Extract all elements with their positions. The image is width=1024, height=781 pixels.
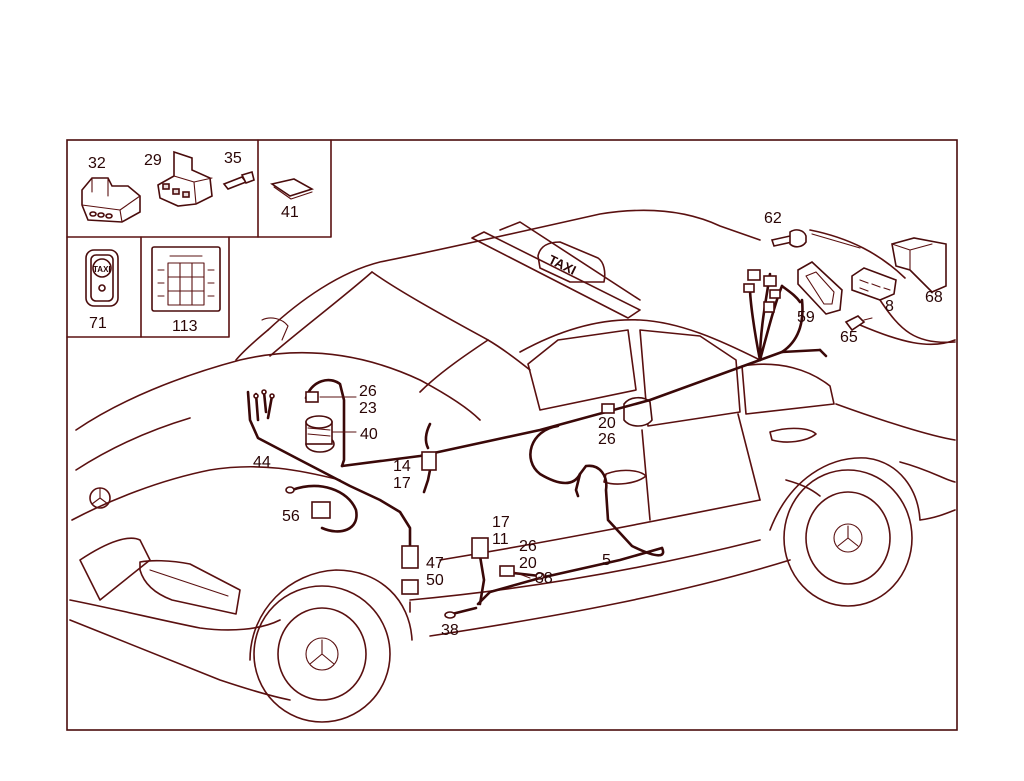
pillar-connector-part — [601, 403, 615, 414]
callout-cover: 68 — [925, 289, 943, 306]
callout-connector-a-1: 26 — [359, 383, 377, 400]
relay-holder-part — [81, 177, 141, 223]
lower-connector-part — [401, 545, 419, 569]
connector-housing-part — [157, 150, 213, 207]
screw-part — [770, 229, 807, 248]
callout-insulating-plate: 41 — [281, 204, 299, 221]
callout-horn-relay: 40 — [360, 426, 378, 443]
callout-console-3: 26 — [519, 538, 537, 555]
control-unit-part — [851, 267, 897, 301]
callout-ground-lower: 38 — [441, 622, 459, 639]
clip-part — [844, 315, 873, 332]
callout-clip: 65 — [840, 329, 858, 346]
callout-contact-pin: 35 — [224, 150, 242, 167]
contact-pin-part — [222, 170, 255, 190]
callout-labels: 32 29 35 41 71 113 62 8 68 59 65 26 23 4… — [88, 150, 943, 639]
callout-pillar-2: 26 — [598, 431, 616, 448]
inset-box-bottom — [66, 236, 230, 338]
diagram-frame — [66, 139, 958, 731]
switch-text: TAXI — [93, 265, 111, 274]
callout-console-2: 11 — [492, 531, 509, 548]
inset-panel — [66, 139, 332, 338]
horn-relay-part — [305, 415, 335, 453]
relay-part — [421, 451, 437, 471]
callout-bracket: 59 — [797, 309, 815, 326]
callout-pillar-1: 20 — [598, 415, 616, 432]
callout-relay-1: 14 — [393, 458, 411, 475]
callout-front-module: 56 — [282, 508, 300, 525]
harness-components — [253, 229, 947, 619]
callout-connector-housing: 29 — [144, 152, 162, 169]
ground-connector-part — [499, 565, 515, 577]
callout-front-harness: 44 — [253, 454, 271, 471]
rear-wheel — [783, 469, 913, 607]
ground-eyelet-upper — [535, 572, 545, 580]
insulating-plate-part — [270, 178, 315, 197]
ground-eyelet-lower — [444, 611, 456, 619]
callout-console-4: 20 — [519, 555, 537, 572]
callout-connector-a-2: 23 — [359, 400, 377, 417]
front-module-part — [311, 501, 331, 519]
connector-a-part — [305, 391, 319, 403]
callout-control-unit: 8 — [885, 298, 894, 315]
callout-taxi-switch: 71 — [89, 315, 107, 332]
callout-console-1: 17 — [492, 514, 510, 531]
console-connector-part — [471, 537, 489, 559]
callout-relay-holder: 32 — [88, 155, 106, 172]
fuse-box-part — [151, 246, 221, 312]
callout-main-harness: 5 — [602, 552, 611, 569]
insulating-plate-edge — [273, 186, 313, 200]
callout-lower-2: 50 — [426, 572, 444, 589]
front-harness-end — [285, 486, 295, 494]
taxi-switch-part — [85, 249, 119, 307]
callout-fuse-box: 113 — [172, 318, 198, 335]
front-wheel — [253, 585, 391, 723]
callout-ground-upper: 38 — [535, 570, 553, 587]
leader-lines — [319, 233, 861, 579]
inset-box-top — [66, 139, 332, 238]
cover-part — [891, 237, 947, 293]
lower-relay-part — [401, 579, 419, 595]
callout-lower-1: 47 — [426, 555, 444, 572]
bracket-part — [797, 261, 843, 315]
callout-relay-2: 17 — [393, 475, 411, 492]
callout-screw: 62 — [764, 210, 782, 227]
hood-star-emblem — [89, 487, 111, 509]
